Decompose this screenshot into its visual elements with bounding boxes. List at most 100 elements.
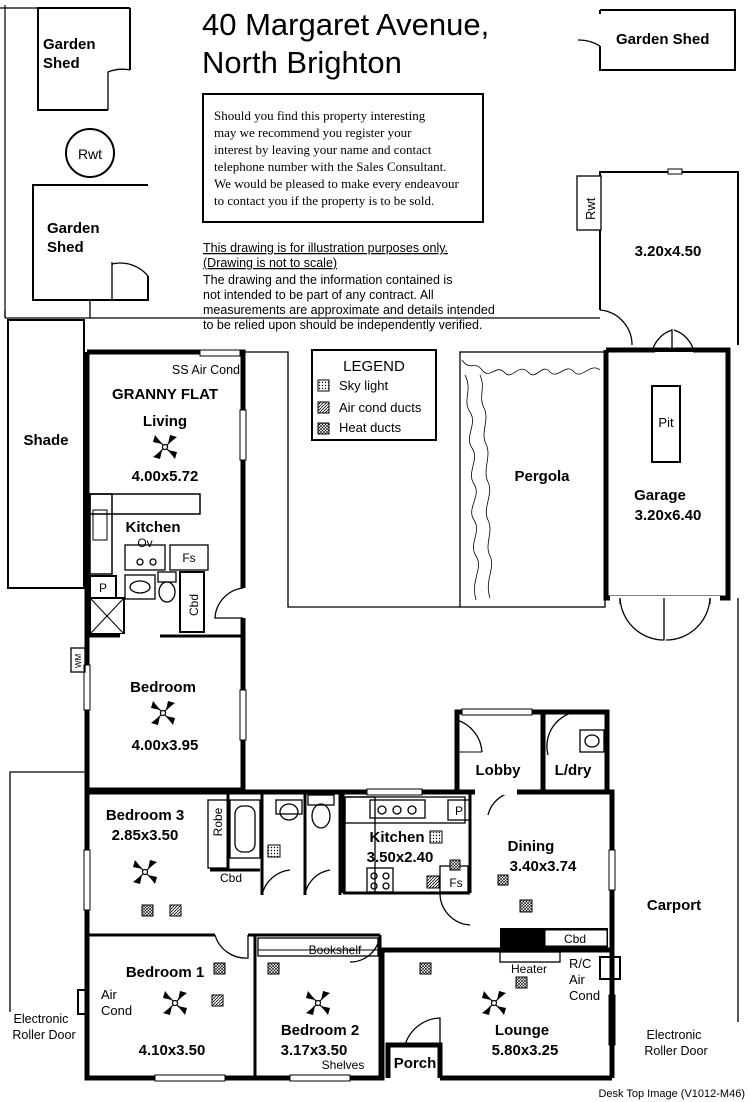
- garden-shed-2-label-1: Garden: [47, 220, 100, 237]
- rc-air-cond-label-1: R/C: [569, 956, 591, 971]
- title-line-2: North Brighton: [202, 45, 402, 80]
- ss-air-cond-label: SS Air Cond: [172, 363, 240, 377]
- porch-label: Porch: [394, 1055, 437, 1072]
- granny-kitchen-label: Kitchen: [125, 519, 180, 536]
- electronic-roller-door-left-1: Electronic: [14, 1012, 69, 1026]
- garden-shed-2-label-2: Shed: [47, 239, 84, 256]
- footer-caption: Desk Top Image (V1012-M46): [598, 1088, 745, 1100]
- granny-flat-title: GRANNY FLAT: [112, 386, 218, 403]
- heater-label: Heater: [511, 962, 547, 976]
- shade-area: [7, 319, 85, 589]
- air-cond-duct-icon: [317, 401, 330, 414]
- air-cond-label-1: Air: [101, 987, 118, 1002]
- dining-cbd-label: Cbd: [564, 932, 586, 946]
- bedroom2-label: Bedroom 2: [281, 1022, 359, 1039]
- notice-text: Should you find this property interestin…: [214, 108, 459, 208]
- granny-bedroom-label: Bedroom: [130, 679, 196, 696]
- svg-text:measurements are approximate a: measurements are approximate and details…: [203, 303, 495, 317]
- svg-text:This drawing is for illustrati: This drawing is for illustration purpose…: [203, 241, 448, 255]
- duct-markers: [141, 830, 533, 1007]
- lobby-label: Lobby: [476, 762, 522, 779]
- shade-label: Shade: [23, 432, 68, 449]
- pergola-label: Pergola: [514, 468, 570, 485]
- air-cond-duct-icon: [211, 994, 224, 1007]
- heat-duct-icon: [519, 899, 533, 913]
- kitchen-size: 3.50x2.40: [367, 849, 434, 866]
- skylight-icon: [317, 379, 330, 392]
- bedroom3-size: 2.85x3.50: [112, 827, 179, 844]
- electronic-roller-door-left-2: Roller Door: [12, 1028, 75, 1042]
- store-size: 3.20x4.50: [635, 243, 702, 260]
- bedroom2-size: 3.17x3.50: [281, 1042, 348, 1059]
- legend-title: LEGEND: [343, 358, 405, 375]
- air-cond-duct-icon: [426, 875, 440, 889]
- lounge-size: 5.80x3.25: [492, 1042, 559, 1059]
- laundry-label: L/dry: [555, 762, 592, 779]
- legend-item-heat: Heat ducts: [339, 420, 402, 435]
- rwt-2-label: Rwt: [583, 197, 598, 220]
- svg-text:to be relied upon should be in: to be relied upon should be independentl…: [203, 318, 482, 332]
- bedroom1-size: 4.10x3.50: [139, 1042, 206, 1059]
- bedroom1-label: Bedroom 1: [126, 964, 204, 981]
- heat-duct-icon: [317, 422, 330, 435]
- bedroom3-label: Bedroom 3: [106, 807, 184, 824]
- garage-size: 3.20x6.40: [635, 507, 702, 524]
- heat-duct-icon: [449, 859, 461, 871]
- svg-text:The drawing and the informatio: The drawing and the information containe…: [203, 273, 452, 287]
- garden-shed-1-label-1: Garden: [43, 36, 96, 53]
- electronic-roller-door-right-1: Electronic: [647, 1028, 702, 1042]
- ceiling-fan-icon: [481, 990, 507, 1016]
- title-line-1: 40 Margaret Avenue,: [202, 7, 489, 42]
- shelves-label: Shelves: [322, 1058, 365, 1072]
- svg-text:may we recommend you register: may we recommend you register your: [214, 125, 412, 140]
- garden-shed-top-left: [37, 7, 131, 111]
- main-house: [77, 788, 621, 1082]
- skylight-icon: [267, 844, 281, 858]
- dining-size: 3.40x3.74: [510, 858, 577, 875]
- kitchen-fridge-label: Fs: [449, 876, 462, 890]
- heat-duct-icon: [213, 962, 226, 975]
- svg-text:interest by leaving your name: interest by leaving your name and contac…: [214, 142, 432, 157]
- rwt-1-label: Rwt: [78, 146, 102, 162]
- bookshelf-label: Bookshelf: [309, 943, 362, 957]
- svg-text:not intended to be part of any: not intended to be part of any contract.…: [203, 288, 434, 302]
- heat-duct-icon: [497, 874, 509, 886]
- garage: [603, 329, 731, 641]
- rc-air-cond-label-3: Cond: [569, 988, 600, 1003]
- svg-text:(Drawing is not to scale): (Drawing is not to scale): [203, 256, 337, 270]
- property-boundary: [0, 5, 600, 319]
- carport-label: Carport: [647, 897, 701, 914]
- ceiling-fan-icon: [132, 859, 158, 885]
- air-cond-duct-icon: [169, 904, 182, 917]
- lobby-laundry: [454, 708, 610, 816]
- wm-label: WM: [74, 653, 83, 668]
- electronic-roller-door-right-2: Roller Door: [644, 1044, 707, 1058]
- dining-label: Dining: [508, 838, 555, 855]
- ceiling-fan-icon: [152, 434, 178, 460]
- living-size: 4.00x5.72: [132, 468, 199, 485]
- svg-text:Should you find this property: Should you find this property interestin…: [214, 108, 426, 123]
- ceiling-fan-icon: [305, 990, 331, 1016]
- heat-duct-icon: [419, 962, 432, 975]
- lounge-label: Lounge: [495, 1022, 549, 1039]
- rc-air-cond-label-2: Air: [569, 972, 586, 987]
- robe-label: Robe: [211, 807, 225, 836]
- pit-label: Pit: [658, 415, 674, 430]
- garden-shed-left: [32, 184, 149, 301]
- pantry-label: P: [99, 581, 107, 595]
- garden-shed-top-right: [577, 9, 736, 71]
- granny-cbd-label: Cbd: [187, 594, 201, 616]
- bedroom3-cbd-label: Cbd: [220, 871, 242, 885]
- carport-boundary: [9, 598, 739, 1022]
- granny-bedroom-size: 4.00x3.95: [132, 737, 199, 754]
- skylight-icon: [429, 830, 443, 844]
- svg-text:to contact you if the property: to contact you if the property is to be …: [214, 193, 434, 208]
- legend-item-skylight: Sky light: [339, 378, 389, 393]
- oven-label: Ov: [137, 536, 152, 550]
- rainwater-tank-1: [65, 128, 115, 178]
- kitchen-label: Kitchen: [369, 829, 424, 846]
- garden-shed-1-label-2: Shed: [43, 55, 80, 72]
- svg-text:We would be pleased to make ev: We would be pleased to make every endeav…: [214, 176, 459, 191]
